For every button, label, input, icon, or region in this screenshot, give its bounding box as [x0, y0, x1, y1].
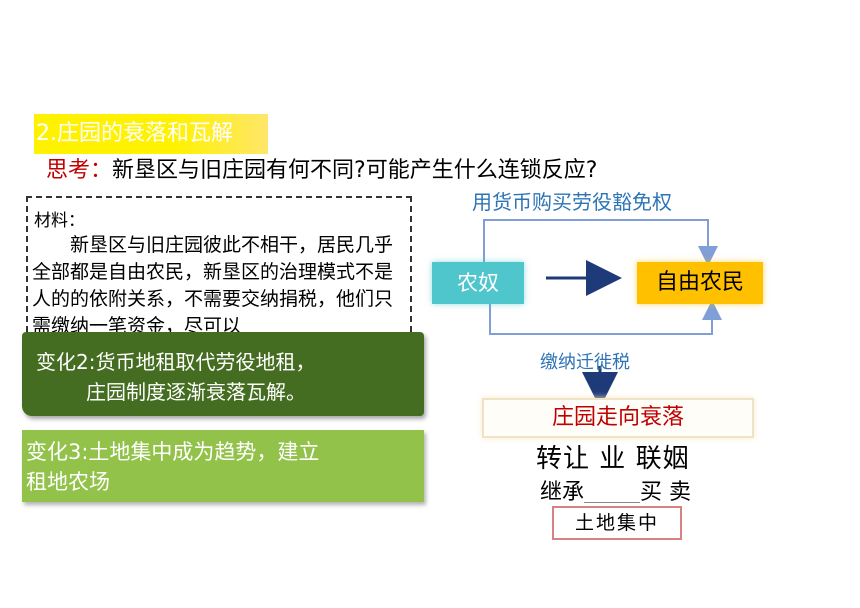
- decline-box: 庄园走向衰落: [482, 398, 754, 438]
- top-loop-line: [483, 219, 718, 266]
- row1-transfer: 转让: [536, 444, 591, 474]
- change2-box: 变化2:货币地租取代劳役地租， 庄园制度逐渐衰落瓦解。: [22, 332, 424, 416]
- row1-property: 业: [599, 444, 627, 474]
- row2-inherit: 继承: [540, 480, 585, 505]
- change2-line1: 变化2:货币地租取代劳役地租，: [36, 350, 316, 374]
- change3-box: 变化3:土地集中成为趋势，建立 租地农场: [22, 430, 424, 502]
- row2-gap: [584, 482, 641, 503]
- row1-marriage: 联姻: [635, 444, 690, 474]
- material-box: 材料： 新垦区与旧庄园彼此不相干，居民几乎全部都是自由农民，新垦区的治理模式不是…: [26, 196, 412, 342]
- land-concentration-box: 土地集中: [552, 506, 682, 540]
- row2-trade: 买 卖: [640, 480, 692, 505]
- land-row-2: 继承 买 卖: [540, 474, 691, 506]
- think-question: 思考：新垦区与旧庄园有何不同?可能产生什么连锁反应?: [46, 152, 597, 184]
- land-row-1: 转让 业 联姻: [536, 438, 690, 475]
- bottom-label: 缴纳迁徙税: [540, 352, 630, 373]
- top-label: 用货币购买劳役豁免权: [472, 190, 672, 214]
- change2-line2: 庄园制度逐渐衰落瓦解。: [86, 380, 306, 404]
- change3-line2: 租地农场: [26, 470, 110, 494]
- serf-label: 农奴: [457, 271, 499, 295]
- section-title: 2.庄园的衰落和瓦解: [34, 114, 268, 154]
- bottom-loop-line: [489, 300, 722, 335]
- change3-line1: 变化3:土地集中成为趋势，建立: [26, 440, 320, 464]
- think-question-text: 新垦区与旧庄园有何不同?可能产生什么连锁反应?: [112, 158, 598, 183]
- think-label: 思考：: [46, 158, 113, 183]
- free-peasant-box: 自由农民: [637, 262, 763, 304]
- material-text: 新垦区与旧庄园彼此不相干，居民几乎全部都是自由农民，新垦区的治理模式不是人的的依…: [32, 234, 394, 337]
- serf-box: 农奴: [432, 262, 524, 304]
- material-label: 材料：: [34, 211, 85, 231]
- free-peasant-label: 自由农民: [655, 270, 744, 295]
